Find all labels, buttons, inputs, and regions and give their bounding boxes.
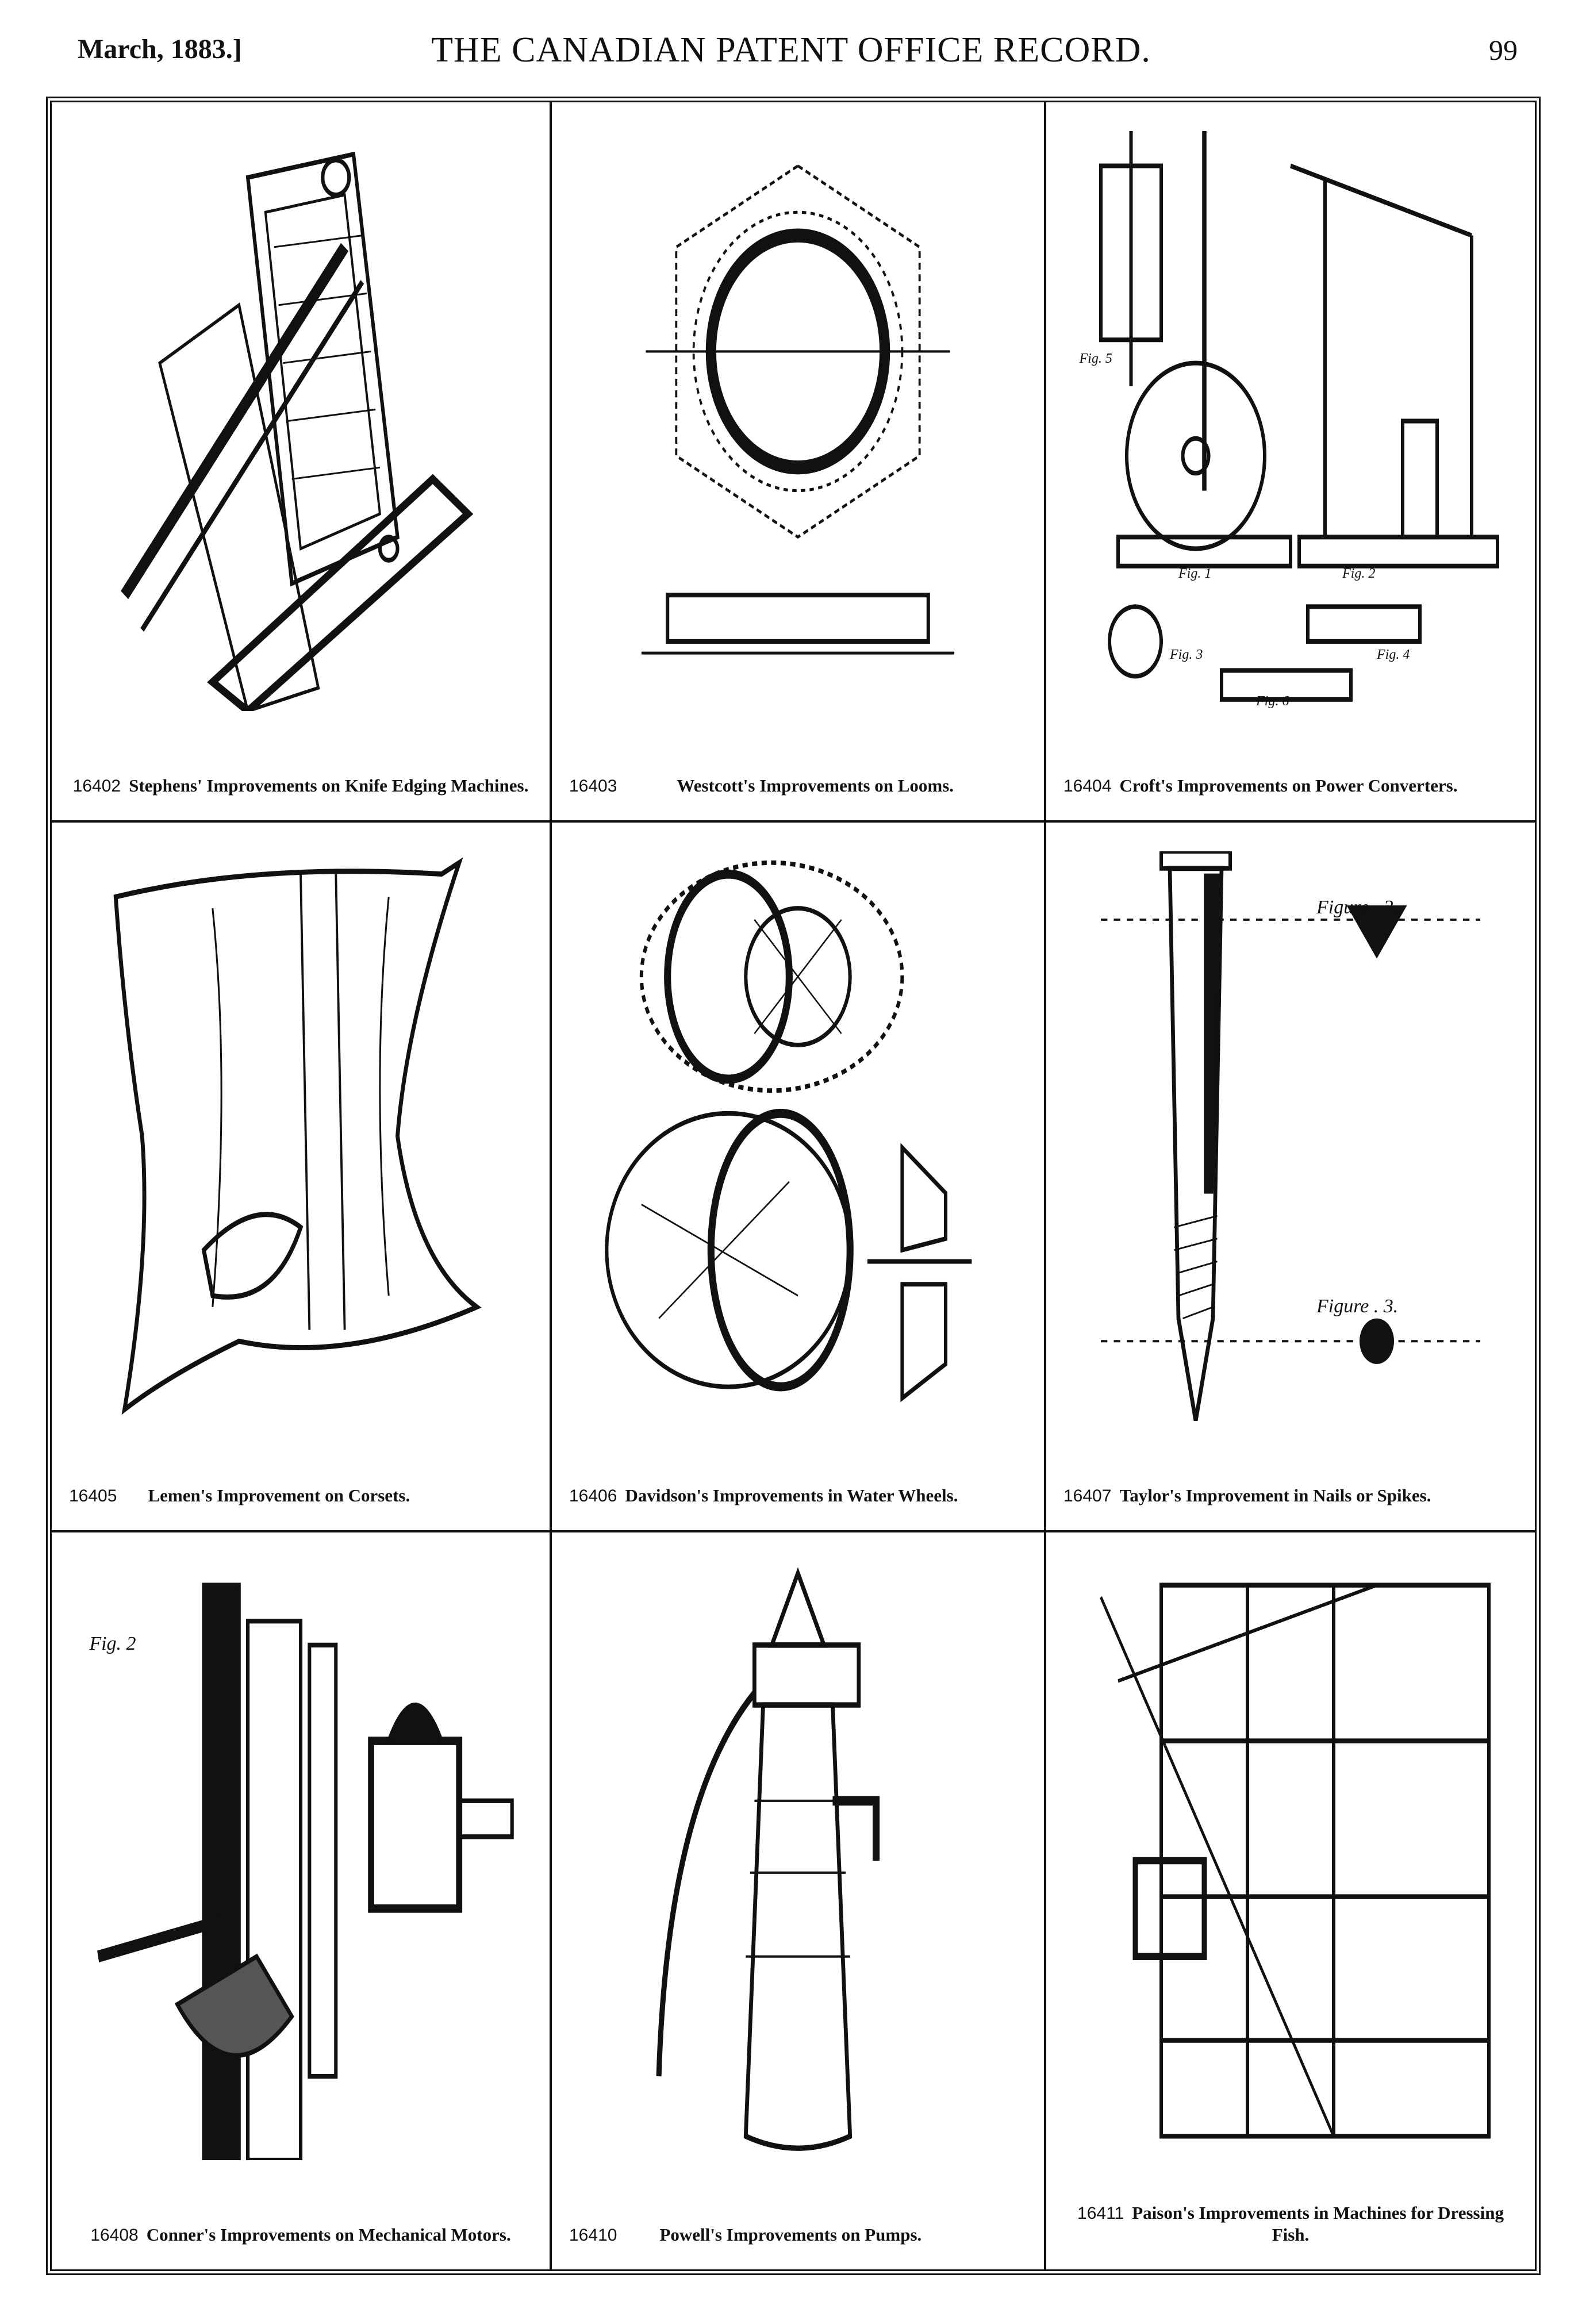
patent-drawings-frame: 16402 Stephens' Improvements on Knife Edg… (46, 97, 1541, 2275)
issue-date: March, 1883.] (78, 34, 242, 64)
patent-cell-16402: 16402 Stephens' Improvements on Knife Edg… (52, 102, 552, 823)
patent-title: Paison's Improvements in Machines for Dr… (1132, 2202, 1504, 2245)
patent-cell-16405: 16405 Lemen's Improvement on Corsets. (52, 823, 552, 1532)
patent-caption: 16403 Westcott's Improvements on Looms. (569, 775, 1027, 797)
patent-title: Stephens' Improvements on Knife Edging M… (129, 775, 529, 796)
fig-label: Figure . 3. (1316, 1295, 1399, 1317)
fig-label: Fig. 3 (1170, 647, 1203, 662)
patent-number: 16410 (569, 2226, 617, 2245)
patent-number: 16408 (90, 2226, 139, 2245)
fig-label: Fig. 1 (1178, 566, 1212, 581)
patent-title: Westcott's Improvements on Looms. (677, 775, 954, 796)
patent-caption: 16404 Croft's Improvements on Power Conve… (1063, 775, 1518, 797)
patent-cell-16410: 16410 Powell's Improvements on Pumps. (552, 1532, 1046, 2269)
fig-label: Fig. 5 (1079, 351, 1112, 367)
patent-caption: 16411 Paison's Improvements in Machines f… (1063, 2202, 1518, 2247)
corset-drawing (80, 851, 521, 1421)
fish-dressing-machine-drawing (1075, 1561, 1506, 2160)
patent-title: Croft's Improvements on Power Converters… (1119, 775, 1458, 796)
patent-cell-16406: 16406 Davidson's Improvements in Water Wh… (552, 823, 1046, 1532)
patent-caption: 16406 Davidson's Improvements in Water Wh… (569, 1485, 1027, 1507)
patent-title: Conner's Improvements on Mechanical Moto… (146, 2225, 511, 2245)
patent-caption: 16402 Stephens' Improvements on Knife Edg… (69, 775, 532, 797)
patent-title: Lemen's Improvement on Corsets. (148, 1485, 410, 1506)
patent-title: Taylor's Improvement in Nails or Spikes. (1119, 1485, 1431, 1506)
patent-number: 16407 (1063, 1486, 1112, 1506)
fig-label: Fig. 2 (89, 1633, 136, 1655)
fig-label: Fig. 2 (1342, 566, 1376, 581)
page-header: March, 1883.] THE CANADIAN PATENT OFFICE… (0, 0, 1582, 98)
knife-edging-machine-drawing (80, 131, 521, 711)
patent-caption: 16405 Lemen's Improvement on Corsets. (69, 1485, 532, 1507)
patent-number: 16405 (69, 1486, 117, 1506)
patent-caption: 16410 Powell's Improvements on Pumps. (569, 2224, 1027, 2246)
nail-spike-drawing: Figure . 2. Figure . 3. (1075, 851, 1506, 1421)
patent-number: 16406 (569, 1486, 617, 1506)
patent-grid: 16402 Stephens' Improvements on Knife Edg… (52, 102, 1535, 2269)
patent-title: Powell's Improvements on Pumps. (659, 2225, 922, 2245)
fig-label: Figure . 2. (1316, 897, 1399, 919)
pump-drawing (581, 1561, 1015, 2160)
patent-cell-16403: 16403 Westcott's Improvements on Looms. (552, 102, 1046, 823)
mechanical-motor-drawing: Fig. 2 (80, 1561, 521, 2160)
patent-cell-16404: Fig. 5 Fig. 1 Fig. 2 Fig. 3 Fig. 4 Fig. … (1046, 102, 1535, 823)
water-wheel-drawing (581, 851, 1015, 1421)
fig-label: Fig. 6 (1256, 693, 1289, 709)
patent-title: Davidson's Improvements in Water Wheels. (625, 1485, 958, 1506)
patent-caption: 16408 Conner's Improvements on Mechanical… (69, 2224, 532, 2246)
patent-number: 16404 (1063, 777, 1112, 796)
publication-title: THE CANADIAN PATENT OFFICE RECORD. (431, 30, 1151, 70)
power-converter-drawing: Fig. 5 Fig. 1 Fig. 2 Fig. 3 Fig. 4 Fig. … (1075, 131, 1506, 711)
page-number: 99 (1489, 34, 1518, 66)
loom-drawing (581, 131, 1015, 711)
patent-cell-16408: Fig. 2 16408 Conner's Improvements on Mec… (52, 1532, 552, 2269)
patent-caption: 16407 Taylor's Improvement in Nails or Sp… (1063, 1485, 1518, 1507)
patent-number: 16411 (1077, 2203, 1124, 2223)
patent-number: 16403 (569, 777, 617, 796)
fig-label: Fig. 4 (1377, 647, 1410, 662)
patent-number: 16402 (72, 777, 121, 796)
patent-cell-16411: 16411 Paison's Improvements in Machines f… (1046, 1532, 1535, 2269)
patent-cell-16407: Figure . 2. Figure . 3. 16407 Taylor's Im… (1046, 823, 1535, 1532)
